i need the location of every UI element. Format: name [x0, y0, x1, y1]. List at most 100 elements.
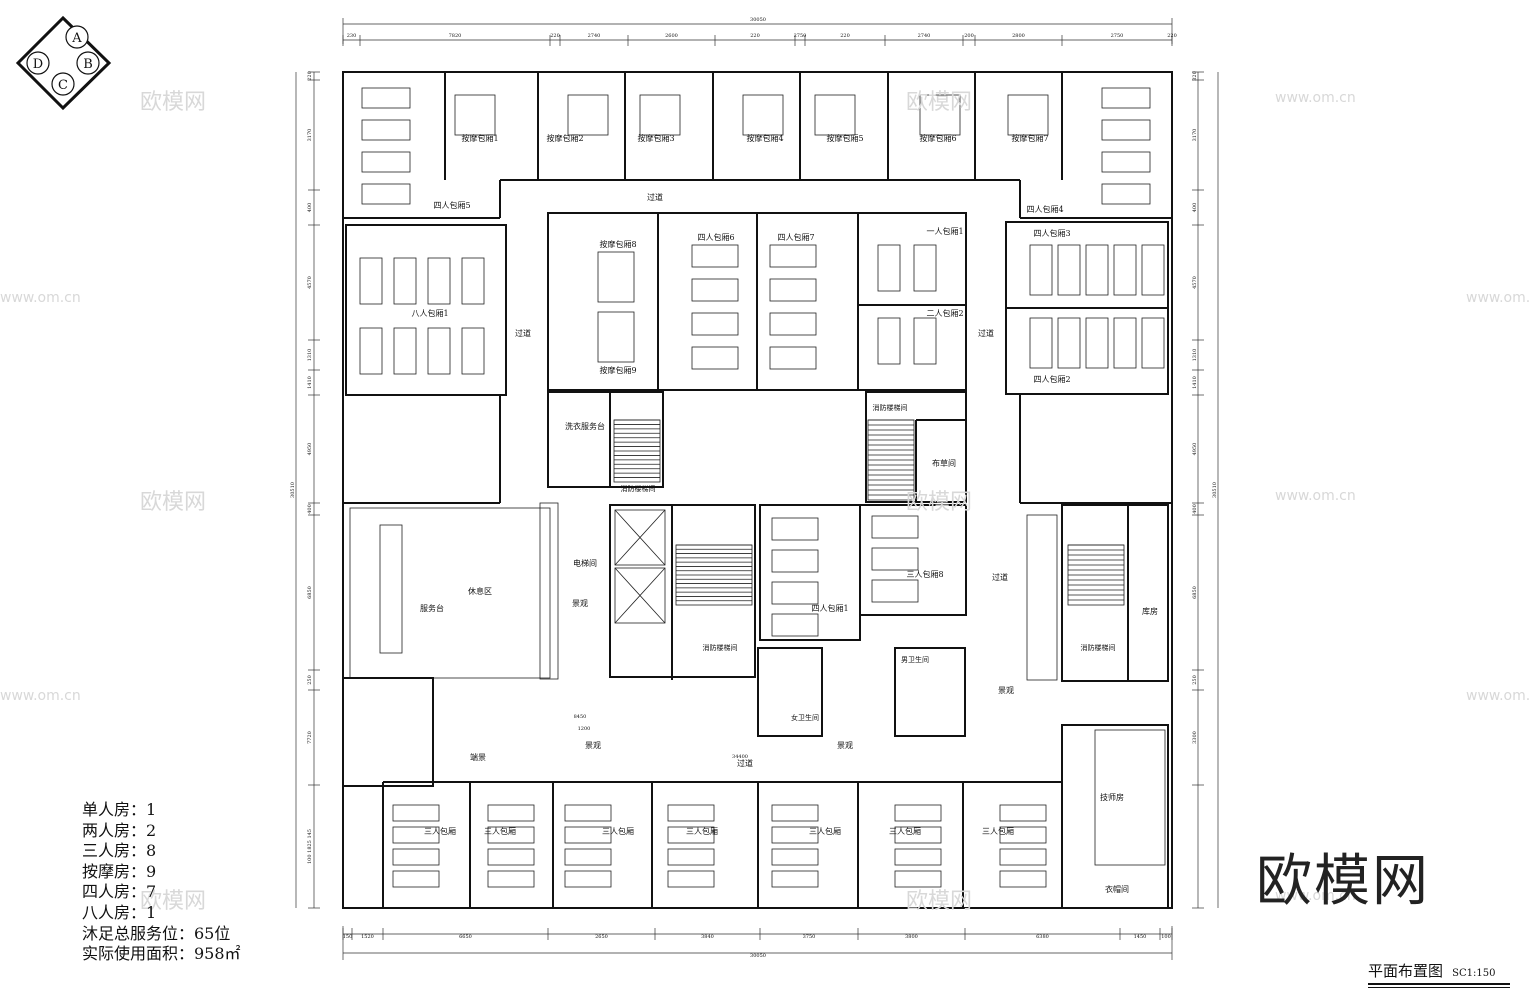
foot-spa-chair: [1085, 244, 1109, 296]
foot-spa-chair: [691, 346, 739, 370]
right-dimension-value: 4950: [1192, 443, 1198, 456]
foot-spa-chair: [894, 804, 942, 822]
massage-room-label: 按摩包厢8: [599, 239, 636, 249]
foot-spa-chair: [771, 517, 819, 541]
foot-spa-chair: [1141, 317, 1165, 369]
legend-line: 按摩房：9: [82, 861, 157, 881]
service-counter-label: 服务台: [420, 603, 444, 613]
foot-spa-chair: [359, 327, 383, 375]
three-person-room-label: 三人包厢: [424, 826, 456, 836]
foot-spa-chair: [691, 312, 739, 336]
toilet-left: [757, 647, 823, 737]
top-dimension-value: 2740: [918, 33, 931, 39]
right-dimension-value: 3170: [1192, 129, 1198, 142]
foot-spa-chair: [913, 244, 937, 292]
toilet-label: 女卫生间: [791, 713, 819, 722]
massage-bed: [597, 251, 635, 303]
brand-logo: 欧模网: [1256, 849, 1430, 914]
massage-room-label: 按摩包厢9: [599, 365, 636, 375]
top-dimension-value: 230: [347, 33, 357, 39]
four-person-room-label: 四人包厢7: [777, 232, 814, 242]
massage-room-label: 按摩包厢6: [919, 133, 956, 143]
foot-spa-chair: [487, 870, 535, 888]
massage-bed: [597, 311, 635, 363]
bottom-dimension-value: 6650: [459, 934, 472, 940]
storage-label: 库房: [1142, 606, 1158, 616]
three-person-room-label: 三人包厢: [982, 826, 1014, 836]
legend-line: 三人房：8: [82, 841, 157, 861]
foot-spa-chair: [392, 848, 440, 866]
left-dimension-value: 100 1825 145: [307, 829, 313, 864]
top-total-dimension: 30050: [750, 17, 766, 23]
eight-person-room-label: 八人包厢1: [411, 308, 448, 318]
watermark: 欧模网: [140, 490, 207, 515]
tech-room-inner: [1094, 729, 1166, 866]
four-person-room-1: [759, 504, 861, 641]
massage-bed: [639, 94, 681, 136]
legend-line: 八人房：1: [82, 902, 157, 922]
bottom-total-dimension: 30050: [750, 953, 766, 959]
massage-room-label: 按摩包厢3: [637, 133, 674, 143]
top-dimension-value: 7820: [449, 33, 462, 39]
foot-spa-chair: [1101, 87, 1151, 109]
top-dimension-value: 2600: [665, 33, 678, 39]
foot-spa-chair: [894, 848, 942, 866]
left-dimension-value: 4950: [307, 443, 313, 456]
top-dimension-value: 200: [964, 33, 974, 39]
drawing-scale: SC1:150: [1452, 968, 1496, 979]
foot-spa-chair: [769, 244, 817, 268]
right-dimension-value: 400: [1192, 203, 1198, 213]
right-dimension-value: 400: [1192, 504, 1198, 514]
inner-dimension-value: 34400: [732, 754, 748, 760]
foot-spa-chair: [427, 257, 451, 305]
foot-spa-chair: [392, 826, 440, 844]
massage-room-label: 按摩包厢4: [746, 133, 783, 143]
laundry-stair-block: [547, 391, 664, 488]
right-dimension-value: 320: [1192, 71, 1198, 81]
elevator-room-label: 电梯间: [573, 558, 597, 568]
fire-stair-label: 消防楼梯间: [873, 403, 908, 412]
stair-outline: [1067, 544, 1125, 606]
top-dimension-value: 220: [840, 33, 850, 39]
legend-line: 单人房：1: [82, 800, 157, 819]
foot-spa-chair: [392, 870, 440, 888]
foot-spa-chair: [667, 870, 715, 888]
stair-outline: [675, 544, 753, 606]
foot-spa-chair: [667, 826, 715, 844]
end-view-label: 端景: [470, 752, 486, 762]
foot-spa-chair: [487, 848, 535, 866]
foot-spa-chair: [1113, 244, 1137, 296]
corridor-label: 过道: [515, 328, 531, 338]
foot-spa-chair: [1113, 317, 1137, 369]
foot-spa-chair: [1141, 244, 1165, 296]
watermark-url: www.om.cn: [1275, 90, 1356, 106]
fire-stair-label: 消防楼梯间: [1081, 643, 1116, 652]
right-total-dimension: 30510: [1212, 482, 1218, 498]
watermark-url: www.om.cn: [0, 688, 81, 704]
bottom-dimension-value: 3750: [803, 934, 816, 940]
foot-spa-chair: [999, 826, 1047, 844]
foot-spa-chair: [1029, 244, 1053, 296]
massage-bed: [1007, 94, 1049, 136]
right-dimension-value: 3300: [1192, 731, 1198, 744]
foot-spa-chair: [871, 547, 919, 571]
four-person-room-label: 四人包厢6: [697, 232, 734, 242]
left-dimension-value: 3170: [307, 129, 313, 142]
foot-spa-chair: [771, 826, 819, 844]
rest-area-label: 休息区: [468, 586, 492, 596]
three-person-room-label: 三人包厢: [602, 826, 634, 836]
stair-outline: [867, 419, 915, 501]
foot-spa-chair: [894, 870, 942, 888]
foot-spa-chair: [999, 804, 1047, 822]
top-dimension-value: 2750: [1111, 33, 1124, 39]
top-dimension-value: 220: [750, 33, 760, 39]
end-view-area: [342, 677, 434, 787]
four-person-room-label: 四人包厢5: [433, 200, 470, 210]
watermark: 欧模网: [140, 889, 207, 914]
foot-spa-chair: [691, 244, 739, 268]
compass-diagram: A B C D: [15, 15, 112, 111]
four-person-room-label: 四人包厢1: [811, 603, 848, 613]
right-dimension-value: 4570: [1192, 276, 1198, 289]
bottom-dimension-value: 1520: [361, 934, 374, 940]
landscape-label: 景观: [837, 741, 853, 750]
